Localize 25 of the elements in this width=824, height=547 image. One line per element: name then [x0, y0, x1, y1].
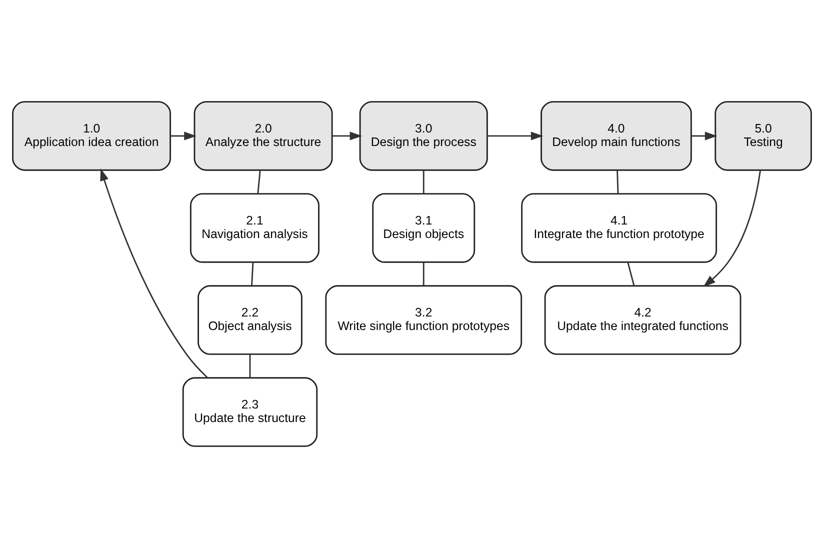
node-box: 3.2 Write single function prototypes [325, 284, 522, 354]
connector [627, 262, 635, 286]
connector [616, 170, 619, 194]
node-box: 2.3 Update the structure [182, 376, 318, 446]
node-box: 4.0 Develop main functions [540, 100, 692, 170]
node-box: 4.1 Integrate the function prototype [521, 192, 718, 262]
node-box: 1.0 Application idea creation [12, 100, 171, 170]
connector [257, 170, 261, 194]
connector [422, 262, 424, 286]
arrow [703, 170, 762, 286]
node-box: 4.2 Update the integrated functions [544, 284, 742, 354]
node-box: 2.0 Analyze the structure [194, 100, 333, 170]
arrow [332, 131, 362, 140]
arrow [487, 131, 544, 140]
node-box: 2.1 Navigation analysis [190, 192, 320, 262]
connector [422, 170, 424, 194]
connector [251, 262, 254, 286]
arrow [691, 131, 718, 140]
arrow [100, 168, 208, 378]
connector [249, 354, 251, 378]
node-box: 3.0 Design the process [359, 100, 488, 170]
node-box: 5.0 Testing [714, 100, 812, 170]
node-box: 3.1 Design objects [372, 192, 476, 262]
node-box: 2.2 Object analysis [198, 284, 302, 354]
arrow [170, 131, 196, 140]
